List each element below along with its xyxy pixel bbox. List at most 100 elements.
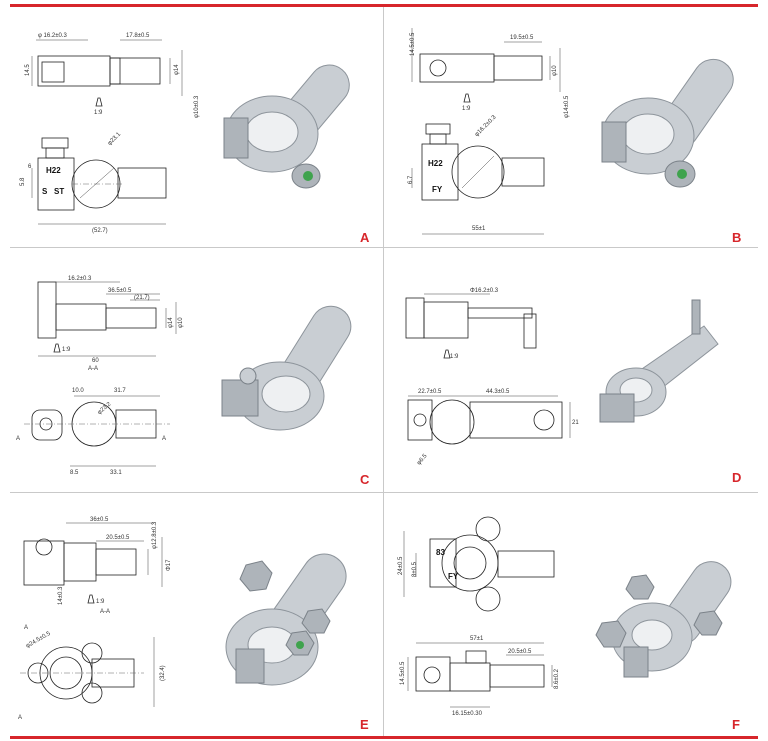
panel-b-mark-0: H22: [428, 159, 443, 168]
panel-c-dim-0: 16.2±0.3: [68, 276, 92, 282]
panel-c-dim-13: A: [16, 436, 20, 442]
panel-d-dim-4: φ6.5: [416, 453, 429, 467]
top-red-rule: [10, 4, 758, 7]
row-divider-1: [10, 247, 758, 248]
panel-e-top-view: [20, 637, 155, 707]
panel-c-dim-5: 1:9: [62, 347, 71, 353]
panel-b-dim-3: φ14±0.5: [564, 95, 570, 118]
panel-c-product-render: [221, 305, 352, 431]
panel-b-side-view: [411, 123, 545, 235]
panel-c-dim-3: φ14: [168, 317, 174, 328]
panel-c-dim-1: 36.5±0.5: [108, 288, 132, 294]
panel-c-dim-8: 10.0: [72, 388, 84, 394]
panel-e-dim-2: φ12.8±0.3: [152, 521, 158, 549]
panel-e-dim-5: 14±0.3: [58, 586, 64, 605]
panel-a-dim-5: φ23.1: [107, 131, 123, 147]
panel-e-section-view: [23, 522, 163, 604]
panel-c-section-view: [37, 281, 177, 357]
panel-c: 16.2±0.3 36.5±0.5 (21.7) φ14 φ10 1:9 60 …: [10, 252, 382, 492]
panel-f-top-view: [403, 516, 555, 612]
panel-b-dim-1: 19.5±0.5: [510, 35, 534, 41]
panel-a-mark-0: H22: [46, 166, 61, 175]
panel-e-dim-10: (32.4): [160, 665, 166, 681]
panel-e-dim-9: A: [18, 715, 22, 721]
panel-d-dim-2: 22.7±0.5: [418, 389, 442, 395]
panel-d-top-view: [407, 395, 571, 445]
panel-d-dim-0: Φ16.2±0.3: [470, 288, 499, 294]
panel-b-product-render: [601, 58, 734, 188]
panel-c-dim-10: φ23.2: [97, 401, 113, 416]
panel-e-drawing: 36±0.5 20.5±0.5 φ12.8±0.3 Φ17 1:9 14±0.3…: [18, 517, 347, 721]
panel-c-dim-11: 8.5: [70, 470, 79, 476]
panel-a-letter: A: [360, 230, 370, 245]
panel-b-dim-5: 1:9: [462, 106, 471, 112]
panel-d-dim-3: 44.3±0.5: [486, 389, 510, 395]
panel-b-dim-4: φ16.2±0.3: [474, 114, 498, 138]
panel-f-mark-1: FY: [448, 572, 459, 581]
panel-c-dim-7: A-A: [88, 366, 98, 372]
panel-f: 24±0.5 8±0.5 83 FY 57±1 20.5±0.5 14.5±0.…: [386, 497, 758, 737]
panel-e-dim-4: 1:9: [96, 599, 105, 605]
panel-f-letter: F: [732, 717, 740, 732]
panel-b-letter: B: [732, 230, 742, 245]
panel-d-dim-1: 1:9: [450, 354, 459, 360]
panel-f-dim-0: 24±0.5: [398, 556, 404, 575]
panel-b-dim-2: φ10: [552, 65, 558, 76]
column-divider: [383, 7, 384, 736]
panel-f-drawing: 24±0.5 8±0.5 83 FY 57±1 20.5±0.5 14.5±0.…: [398, 516, 732, 717]
panel-a-dim-0: φ 16.2±0.3: [38, 33, 68, 39]
panel-c-dim-12: 33.1: [110, 470, 122, 476]
panel-b: 14.5±0.5 19.5±0.5 φ10 φ14±0.5 1:9 φ16.2±…: [386, 8, 758, 248]
panel-e-dim-6: A-A: [100, 609, 110, 615]
panel-c-dim-4: φ10: [178, 317, 184, 328]
panel-e-dim-8: A: [24, 625, 28, 631]
panel-a-drawing: φ 16.2±0.3 17.8±0.5 14.5 φ14 φ10±0.3 1:9…: [20, 33, 350, 234]
panel-a-side-view: [31, 137, 167, 225]
panel-e-dim-1: 20.5±0.5: [106, 535, 130, 541]
panel-e-dim-3: Φ17: [166, 559, 172, 571]
panel-f-dim-3: 20.5±0.5: [508, 649, 532, 655]
panel-d: Φ16.2±0.3 1:9 22.7±0.5 44.3±0.5 φ6.5 21 …: [386, 252, 758, 492]
panel-c-letter: C: [360, 472, 370, 487]
panel-a-mark-1: S: [42, 187, 48, 196]
panel-c-drawing: 16.2±0.3 36.5±0.5 (21.7) φ14 φ10 1:9 60 …: [16, 276, 352, 476]
panel-d-product-render: [599, 299, 719, 423]
panel-a-top-view: [31, 39, 183, 107]
panel-a-dim-1: 17.8±0.5: [126, 33, 150, 39]
panel-e-dim-0: 36±0.5: [90, 517, 109, 523]
panel-f-dim-2: 57±1: [470, 636, 484, 642]
panel-a-dim-9: 1:9: [94, 110, 103, 116]
panel-f-product-render: [595, 561, 732, 678]
panel-f-dim-4: 14.5±0.5: [400, 661, 406, 685]
panel-a-dim-2: 14.5: [25, 64, 31, 76]
panel-c-top-view: [24, 395, 170, 467]
panel-f-dim-5: 16.15±0.30: [452, 711, 483, 717]
panel-c-dim-2: (21.7): [134, 295, 150, 301]
panel-b-dim-0: 14.5±0.5: [410, 32, 416, 56]
panel-a-dim-7: 5.8: [20, 177, 26, 186]
panel-d-letter: D: [732, 470, 742, 485]
row-divider-2: [10, 492, 758, 493]
panel-c-dim-6: 60: [92, 358, 99, 364]
panel-f-side-view: [407, 642, 553, 708]
panel-a-product-render: [223, 64, 350, 189]
panel-a-mark-2: ST: [54, 187, 64, 196]
panel-b-top-view: [411, 28, 561, 103]
panel-a-dim-8: (52.7): [92, 228, 108, 234]
panel-c-dim-9: 31.7: [114, 388, 126, 394]
panel-d-dim-5: 21: [572, 420, 579, 426]
panel-b-drawing: 14.5±0.5 19.5±0.5 φ10 φ14±0.5 1:9 φ16.2±…: [408, 28, 734, 235]
panel-b-dim-7: 6.7: [408, 175, 414, 184]
panel-f-dim-6: 8.6±0.2: [554, 668, 560, 689]
panel-d-side-view: [405, 293, 537, 359]
panel-f-mark-0: 83: [436, 548, 445, 557]
panel-e: 36±0.5 20.5±0.5 φ12.8±0.3 Φ17 1:9 14±0.3…: [10, 497, 382, 737]
panel-a-dim-6: 6: [28, 164, 32, 170]
panel-e-dim-7: φ24.5±0.5: [25, 631, 52, 650]
panel-b-dim-6: 55±1: [472, 226, 486, 232]
panel-a: φ 16.2±0.3 17.8±0.5 14.5 φ14 φ10±0.3 1:9…: [10, 8, 382, 248]
panel-e-product-render: [225, 553, 347, 686]
bottom-red-rule: [10, 736, 758, 739]
panel-a-dim-4: φ10±0.3: [194, 95, 200, 118]
panel-e-letter: E: [360, 717, 369, 732]
